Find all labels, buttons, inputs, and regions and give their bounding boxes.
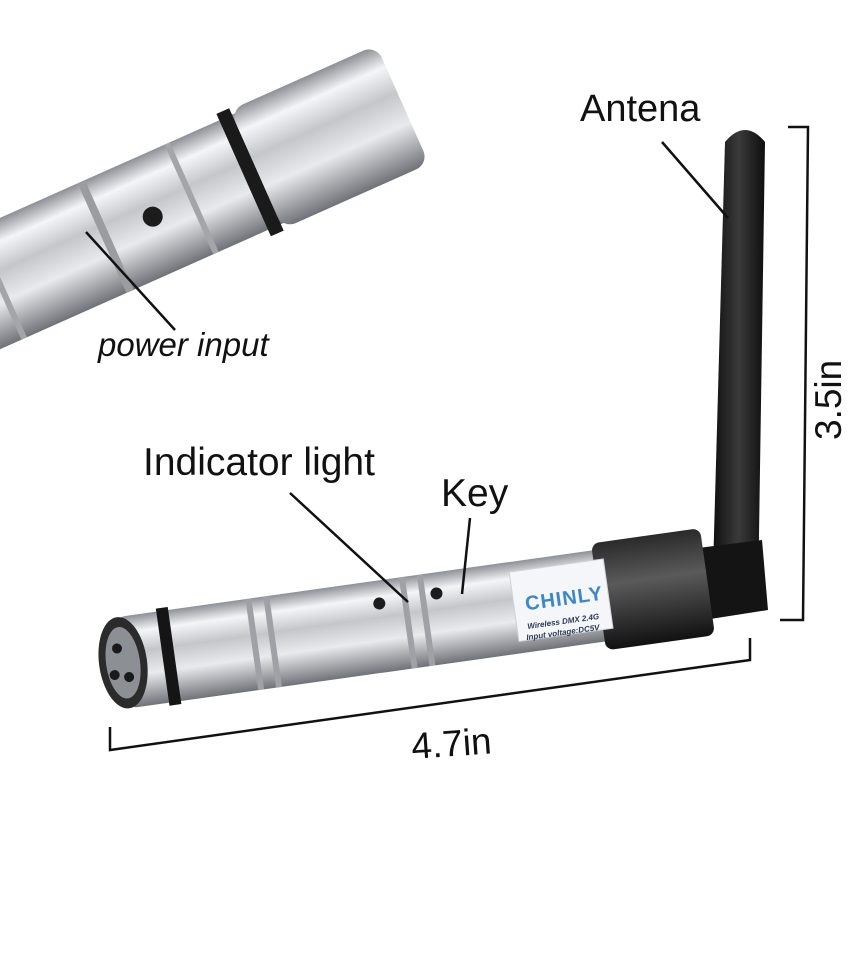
indicator-light-hole xyxy=(373,597,386,610)
leader-lines xyxy=(85,141,729,603)
key-button-hole xyxy=(430,587,443,600)
width-dimension-label: 4.7in xyxy=(410,720,493,767)
dimension-brackets xyxy=(108,125,810,752)
closeup-connector xyxy=(0,49,425,378)
height-dimension-label: 3.5in xyxy=(808,359,849,440)
indicator-light-label: Indicator light xyxy=(143,441,375,484)
power-input-label: power input xyxy=(98,326,269,363)
antenna xyxy=(698,130,768,620)
power-input-jack xyxy=(142,206,163,227)
device-body xyxy=(98,529,714,709)
antenna-label: Antena xyxy=(580,88,701,130)
key-label: Key xyxy=(441,472,509,515)
